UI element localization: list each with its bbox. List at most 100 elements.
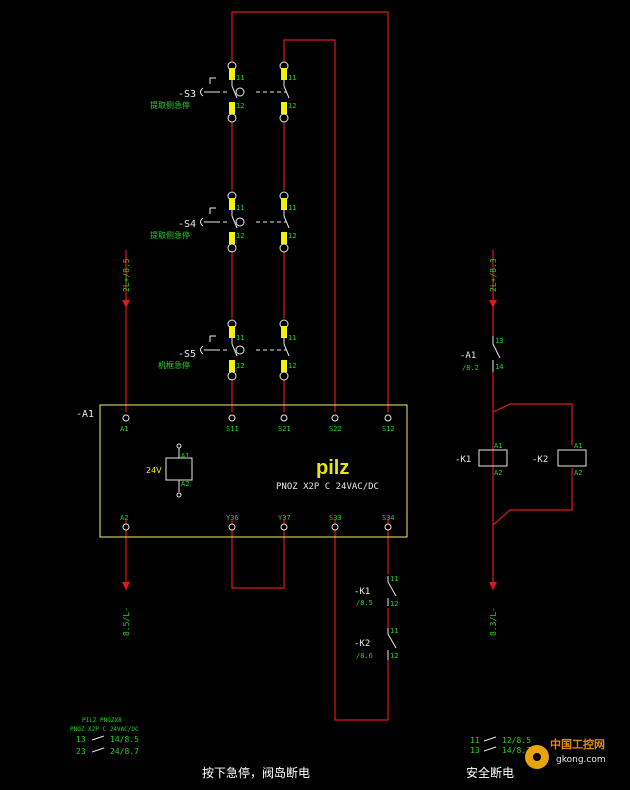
contact-blade	[283, 343, 290, 357]
legend-cell: 12/8.5	[502, 736, 531, 745]
module-frame	[99, 404, 408, 538]
legend-contact	[483, 736, 497, 742]
terminal-block	[281, 360, 287, 372]
terminal-label: A2	[494, 469, 502, 477]
caption-right: 安全断电	[466, 765, 514, 780]
terminal-block	[229, 232, 235, 244]
wire-s33-feedback	[334, 520, 389, 721]
terminal-bottom-label: S34	[382, 514, 395, 522]
estop-desc: 提取侧急停	[150, 100, 190, 110]
terminal-bottom-label: Y37	[278, 514, 291, 522]
wire-k2-top	[492, 403, 573, 445]
terminal-label: A2	[574, 469, 582, 477]
legend-contact	[91, 735, 105, 741]
legend-cell: 23	[76, 747, 86, 756]
terminal-block	[229, 360, 235, 372]
legend-cell: 13	[470, 746, 480, 755]
legend-cell: 14/8.5	[110, 735, 139, 744]
terminal-block	[281, 102, 287, 114]
legend-cell: 14/8.7	[502, 746, 531, 755]
terminal-label: 11	[288, 74, 296, 82]
mushroom-head	[200, 87, 204, 97]
safety-relay-module[interactable]: -A1 A1 A2 24V pilz PNOZ X2P C 24VAC/DC A…	[76, 404, 408, 538]
feedback-ref: /8.5	[356, 599, 373, 607]
terminal-block	[281, 232, 287, 244]
arrow-supply-right-top	[489, 300, 497, 308]
caption-left: 按下急停，阀岛断电	[202, 765, 310, 780]
terminal-label: 13	[495, 337, 503, 345]
terminal-bottom	[331, 523, 339, 531]
mushroom-head	[200, 345, 204, 355]
terminal-label: 12	[236, 102, 244, 110]
coil-terminal-a2: A2	[181, 480, 189, 488]
terminal-label: 12	[236, 232, 244, 240]
terminal-label: 12	[288, 362, 296, 370]
terminal-bottom	[228, 523, 236, 531]
legend-cell: 11	[470, 736, 480, 745]
terminal-label: 11	[236, 204, 244, 212]
estop-tag: -S3	[178, 89, 196, 100]
estop-tag: -S4	[178, 219, 196, 230]
arrow-supply-left-bottom	[122, 582, 130, 590]
contact-blade	[387, 633, 397, 649]
coil-node-top	[176, 443, 182, 449]
terminal-block	[281, 326, 287, 338]
terminal-label: 11	[288, 334, 296, 342]
terminal-top	[331, 414, 339, 422]
terminal-label: A1	[494, 442, 502, 450]
terminal-top	[280, 414, 288, 422]
terminal-top-label: S12	[382, 425, 395, 433]
pilz-logo: pilz	[316, 457, 349, 479]
estop-desc: 机框急停	[158, 360, 190, 370]
legend-contact	[483, 746, 497, 752]
arrow-supply-left-top	[122, 300, 130, 308]
terminal-label: 12	[390, 600, 398, 608]
feedback-k2[interactable]: -K2 /8.6 11 12	[354, 627, 398, 660]
terminal-bottom-label: A2	[120, 514, 128, 522]
contact-blade	[283, 85, 290, 99]
estop-s4[interactable]: -S4 提取侧急停 11 12 11 12	[150, 204, 296, 240]
terminal-label: 11	[236, 74, 244, 82]
relay-k1-tag: -K1	[455, 455, 471, 465]
feedback-ref: /8.6	[356, 652, 373, 660]
module-tag: -A1	[76, 409, 94, 420]
contact-blade	[231, 215, 238, 229]
legend-left: PILZ PNOZX8 PNOZ X2P C 24VAC/DC 13 14/8.…	[70, 717, 139, 756]
terminal-label: 11	[236, 334, 244, 342]
legend-cell: 24/8.7	[110, 747, 139, 756]
contact-blade	[231, 85, 238, 99]
terminal-label: 11	[288, 204, 296, 212]
terminal-label: 12	[236, 362, 244, 370]
wiring	[122, 11, 573, 721]
terminal-block	[281, 68, 287, 80]
latch-icon	[235, 345, 245, 355]
terminal-block	[281, 198, 287, 210]
terminal-bottom	[384, 523, 392, 531]
terminal-top-label: S21	[278, 425, 291, 433]
estop-s3[interactable]: -S3 提取侧急停 11 12 11 12	[150, 74, 296, 110]
terminal-label: 12	[288, 102, 296, 110]
terminal-label: A1	[574, 442, 582, 450]
right-circuit[interactable]: -A1 /8.2 13 14 -K1 A1 A2 -K2 A1 A2	[455, 336, 587, 477]
terminal-block	[229, 68, 235, 80]
estop-s5[interactable]: -S5 机框急停 11 12 11 12	[158, 334, 296, 370]
coil-voltage: 24V	[146, 466, 162, 475]
supply-top-left-label: 2L+/8.5	[122, 258, 131, 292]
watermark-url: gkong.com	[556, 755, 606, 765]
wire-s12-loop	[231, 11, 389, 412]
terminal-top-label: S11	[226, 425, 239, 433]
feedback-tag: -K1	[354, 587, 370, 597]
feedback-k1[interactable]: -K1 /8.5 11 12	[354, 575, 398, 608]
supply-bottom-left-label: 8.5/L-	[122, 607, 131, 636]
legend-title: PILZ PNOZX8	[82, 717, 122, 724]
terminal-top	[122, 414, 130, 422]
estop-symbol	[200, 319, 290, 381]
legend-contact	[91, 747, 105, 753]
wire-y36-y37-bridge	[231, 520, 285, 589]
latch-icon	[235, 217, 245, 227]
terminal-label: 14	[495, 363, 503, 371]
terminal-top-label: A1	[120, 425, 128, 433]
gear-icon-hole	[533, 753, 541, 761]
